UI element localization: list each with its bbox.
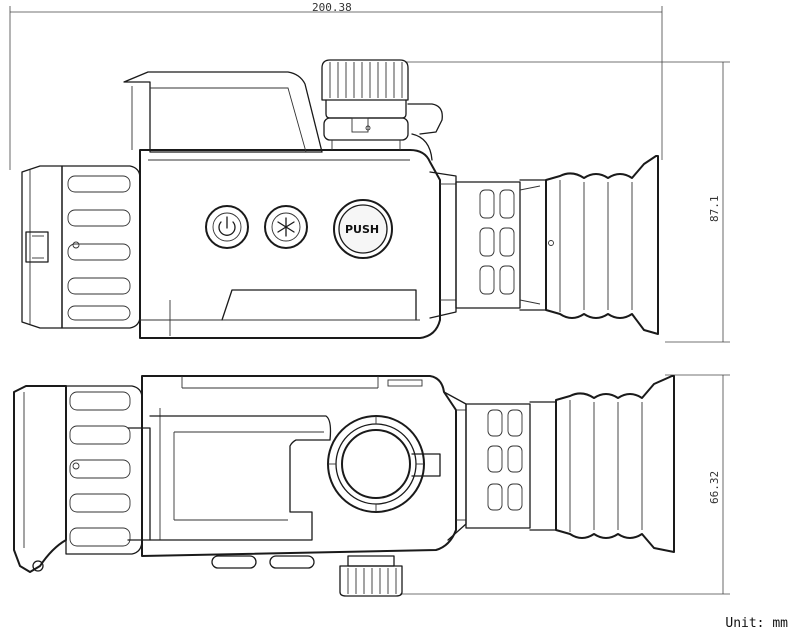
- eyecup-side: [555, 375, 675, 553]
- diopter-ring-side: [465, 403, 531, 529]
- width-dimension: 66.32: [400, 374, 730, 595]
- bottom-button-right: [269, 555, 315, 569]
- bottom-view: [13, 375, 675, 597]
- height-dimension: 87.1: [405, 61, 730, 343]
- lens-cap-top: [21, 165, 63, 329]
- height-dimension-label: 87.1: [708, 196, 721, 223]
- bottom-button-left: [211, 555, 257, 569]
- housing-side: [141, 375, 457, 557]
- battery-lid: [123, 71, 323, 153]
- battery-plate: [149, 415, 332, 541]
- top-knob: [321, 59, 409, 150]
- side-dial: [327, 415, 441, 513]
- eyecup-top: [545, 155, 659, 335]
- power-button: [205, 205, 249, 249]
- power-icon: [218, 221, 236, 236]
- menu-button: [264, 205, 308, 249]
- push-button: PUSH: [333, 199, 393, 259]
- diopter-ring-top: [455, 181, 521, 309]
- length-dimension: 200.38: [9, 1, 663, 170]
- housing-top: [139, 149, 441, 339]
- bottom-knob: [339, 555, 403, 597]
- focus-ring-side: [65, 385, 143, 555]
- lens-cap-side: [13, 385, 67, 573]
- length-dimension-label: 200.38: [312, 1, 352, 14]
- push-button-label: PUSH: [345, 223, 379, 236]
- unit-label: Unit: mm: [725, 616, 788, 631]
- top-view: PUSH: [21, 59, 659, 339]
- width-dimension-label: 66.32: [708, 471, 721, 504]
- snowflake-icon: [277, 217, 295, 237]
